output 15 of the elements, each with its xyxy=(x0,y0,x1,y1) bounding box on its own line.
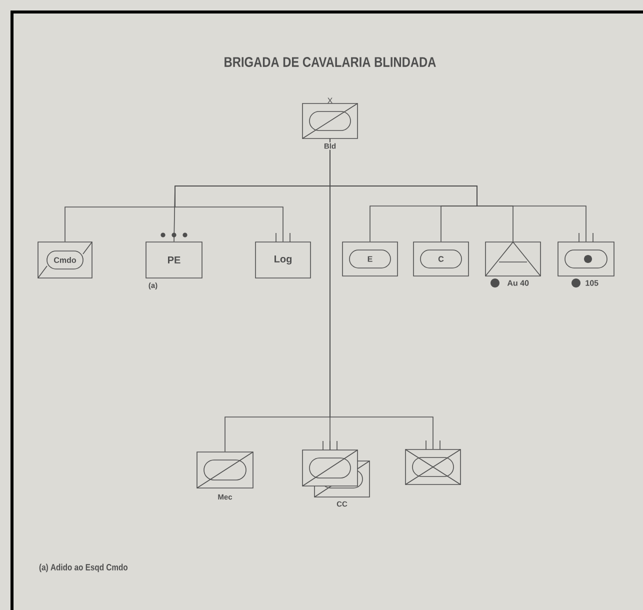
unit-symbol-box xyxy=(196,452,254,488)
unit-symbol-box xyxy=(558,242,614,276)
echelon-label: X xyxy=(328,98,332,104)
unit-symbol-box: PE xyxy=(146,242,202,278)
caliber-label: 105 xyxy=(572,278,598,288)
unit-symbol-box xyxy=(485,241,541,276)
unit-symbol-box: Log xyxy=(255,242,311,278)
unit-symbol-box: Cmdo xyxy=(38,242,92,278)
unit-symbol-box xyxy=(405,449,461,485)
caliber-label: Au 40 xyxy=(490,278,529,288)
unit-symbol-box: E xyxy=(342,242,398,276)
unit-symbol-box: C xyxy=(413,242,469,276)
title: BRIGADA DE CAVALARIA BLINDADA xyxy=(224,57,436,67)
unit-symbol-box xyxy=(302,450,370,498)
footnote: (a) Adido ao Esqd Cmdo xyxy=(39,564,128,572)
